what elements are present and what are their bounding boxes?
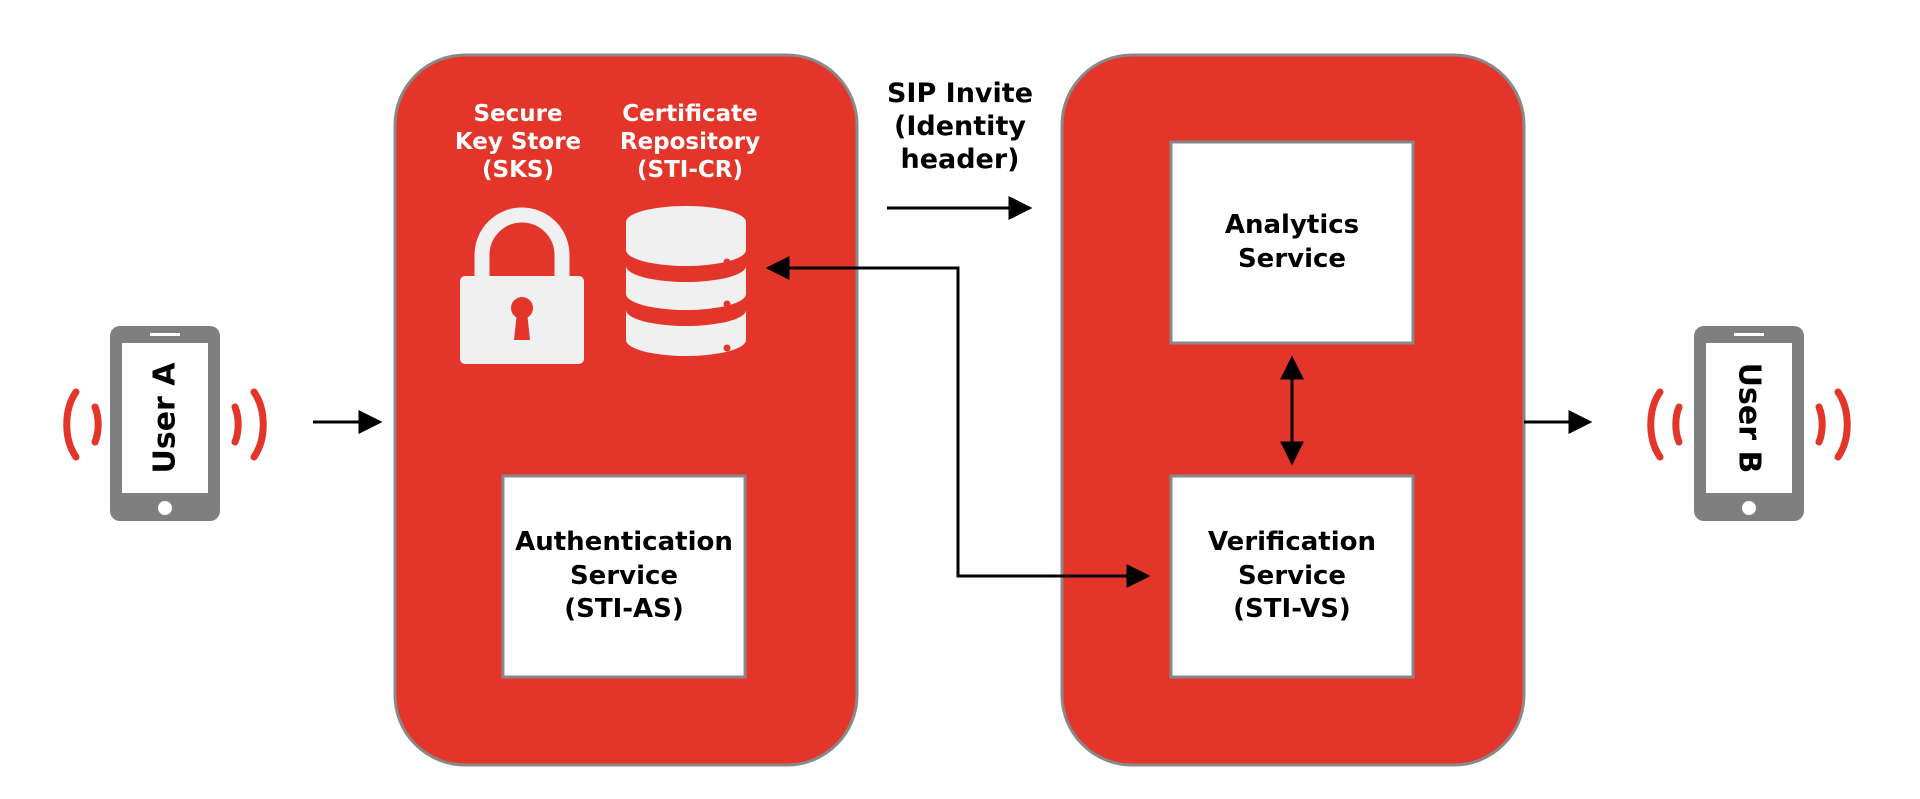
- auth-service-box: [501, 474, 747, 679]
- auth-service-line1: Authentication: [515, 526, 733, 557]
- sks-label: Secure Key Store (SKS): [448, 100, 588, 184]
- auth-service-label: Authentication Service (STI-AS): [503, 476, 745, 677]
- verification-service-line2: Service: [1237, 560, 1347, 591]
- cr-line1: Certificate: [622, 101, 758, 127]
- arrow-cr-verification: [765, 256, 1151, 588]
- user-a-label: User A: [147, 362, 183, 474]
- lock-icon: [460, 207, 584, 364]
- verification-service-line1: Verification: [1207, 526, 1376, 557]
- sip-invite-line2: (Identity: [894, 110, 1026, 142]
- analytics-service-box: [1169, 140, 1415, 345]
- user-a-signal-icon: [63, 388, 267, 461]
- cr-label: Certificate Repository (STI-CR): [606, 100, 774, 184]
- verification-service-line3: (STI-VS): [1233, 594, 1351, 625]
- sks-line2: Key Store: [454, 129, 582, 156]
- analytics-service-line2: Service: [1237, 243, 1347, 274]
- verification-service-label: Verification Service (STI-VS): [1171, 476, 1413, 677]
- analytics-service-line1: Analytics: [1224, 209, 1360, 240]
- auth-service-line2: Service: [569, 560, 679, 591]
- user-a-phone: [110, 326, 220, 521]
- auth-service-line3: (STI-AS): [564, 594, 684, 625]
- sip-invite-label: SIP Invite (Identity header): [870, 78, 1050, 177]
- user-b-phone: [1694, 326, 1804, 521]
- user-b-label: User B: [1731, 362, 1767, 474]
- sks-line1: Secure: [473, 101, 563, 127]
- sip-invite-line1: SIP Invite: [886, 78, 1034, 109]
- cr-line3: (STI-CR): [637, 157, 743, 184]
- sip-invite-line3: header): [900, 143, 1020, 175]
- sks-line3: (SKS): [482, 157, 554, 184]
- user-b-signal-icon: [1647, 388, 1851, 461]
- database-icon: [626, 206, 746, 356]
- analytics-service-label: Analytics Service: [1171, 142, 1413, 343]
- cr-line2: Repository: [619, 129, 761, 156]
- verification-service-box: [1169, 474, 1415, 679]
